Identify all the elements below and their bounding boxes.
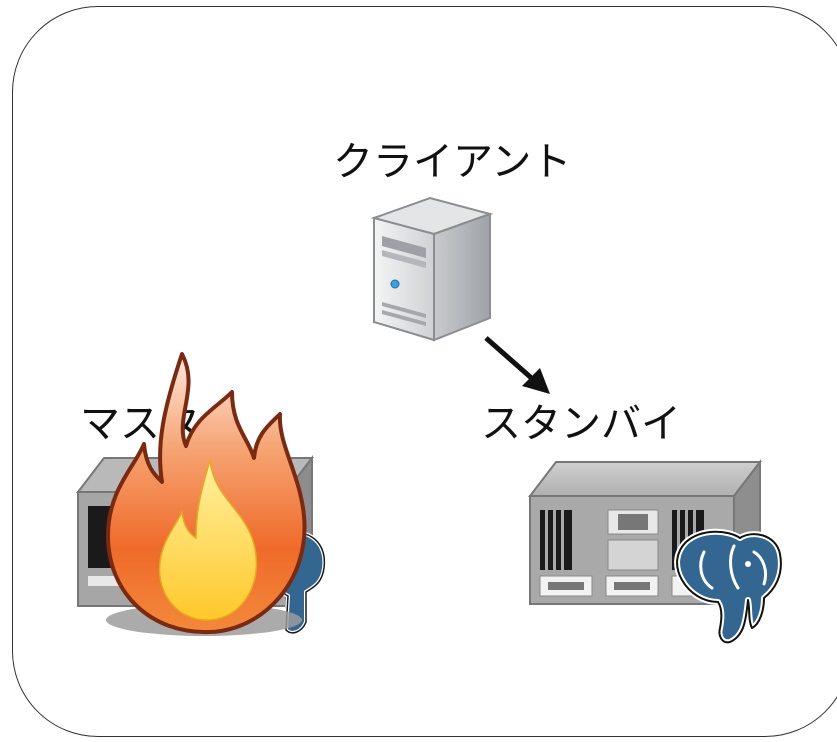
standby-label: スタンバイ [481, 401, 681, 447]
standby-postgresql-elephant-icon [674, 528, 784, 646]
client-label: クライアント [333, 139, 572, 185]
tower-server-icon [370, 196, 494, 342]
replication-arrow [484, 336, 550, 394]
fire-icon [106, 352, 307, 635]
